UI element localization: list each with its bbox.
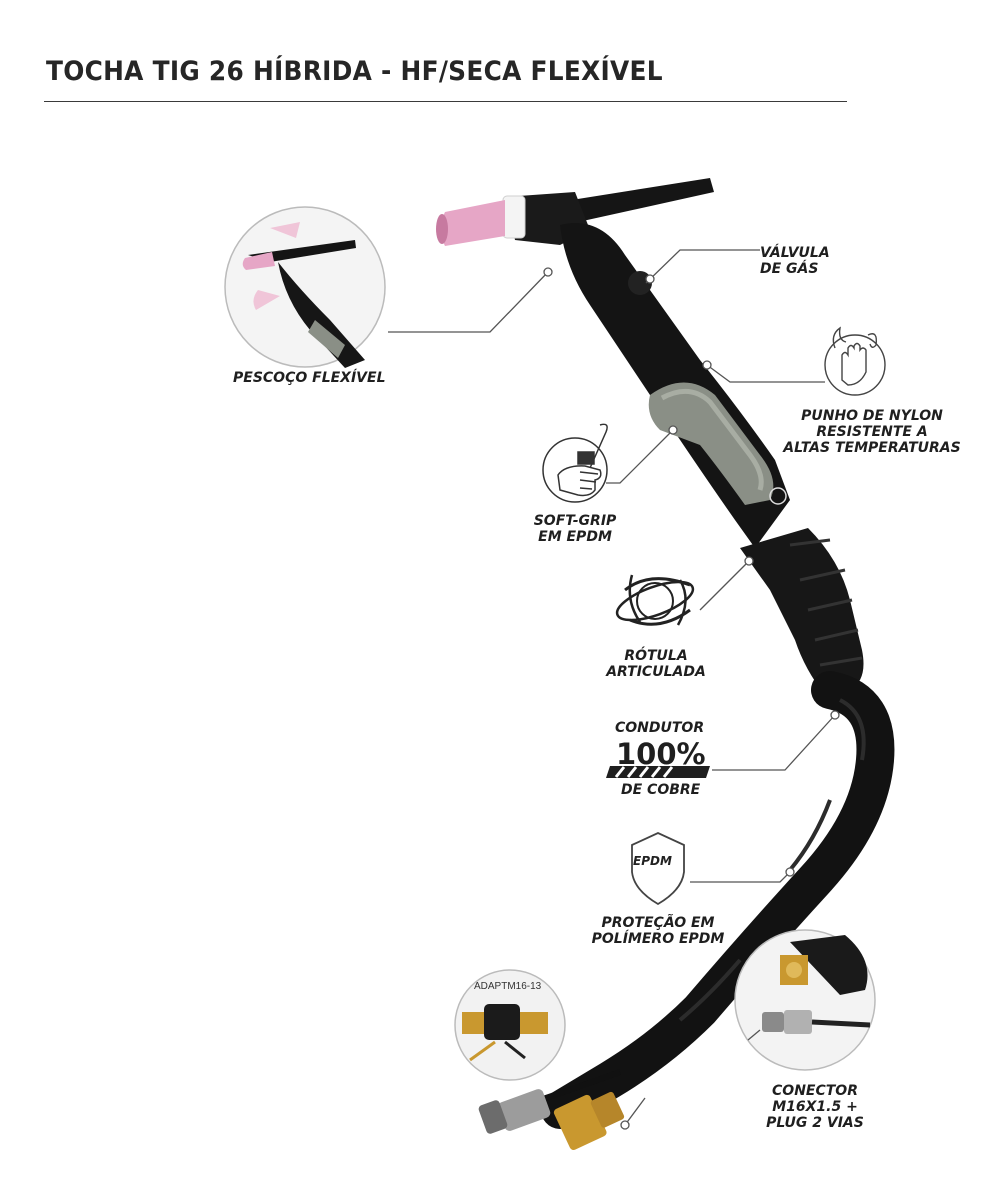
gas-valve-line2: DE GÁS	[760, 261, 819, 277]
ball-joint-line2: ARTICULADA	[606, 664, 706, 680]
gas-valve-line1: VÁLVULA	[760, 245, 830, 261]
label-soft-grip: SOFT-GRIP EM EPDM	[530, 513, 620, 545]
epdm-protection-line1: PROTEÇÃO EM	[601, 915, 715, 931]
cable	[539, 671, 895, 1129]
torch-head	[436, 178, 714, 246]
ball-joint-line1: RÓTULA	[624, 648, 688, 664]
flame-hand-icon	[824, 326, 886, 396]
soft-grip-line2: EM EPDM	[538, 529, 612, 545]
ball-joint-icon	[615, 574, 695, 626]
torch-handle	[560, 223, 790, 548]
epdm-badge-text: EPDM	[633, 854, 672, 868]
label-connector: CONECTOR M16X1.5 + PLUG 2 VIAS	[760, 1083, 870, 1131]
label-flex-neck: PESCOÇO FLEXÍVEL	[233, 370, 386, 386]
title-divider	[44, 101, 847, 102]
flex-neck-text: PESCOÇO FLEXÍVEL	[233, 370, 386, 386]
nylon-handle-line2: RESISTENTE A	[816, 424, 928, 440]
connector-line1: CONECTOR	[772, 1083, 858, 1099]
hand-grip-icon	[542, 423, 608, 503]
conductor-top-text: CONDUTOR	[615, 720, 705, 736]
leader-lines	[388, 249, 840, 1130]
page-title: TOCHA TIG 26 HÍBRIDA - HF/SECA FLEXÍVEL	[46, 56, 663, 87]
copper-bar-icon	[606, 766, 710, 778]
conductor-value: 100%	[616, 737, 706, 771]
connector-line2: M16X1.5 +	[772, 1099, 858, 1115]
conductor-bottom-text: DE COBRE	[621, 782, 701, 798]
shield-epdm-icon	[631, 832, 685, 906]
adapter-label: ADAPTM16-13	[474, 981, 542, 992]
nylon-handle-line3: ALTAS TEMPERATURAS	[783, 440, 961, 456]
label-epdm-protection: PROTEÇÃO EM POLÍMERO EPDM	[588, 915, 728, 947]
connector-line3: PLUG 2 VIAS	[766, 1115, 864, 1131]
epdm-protection-line2: POLÍMERO EPDM	[591, 931, 725, 947]
label-gas-valve: VÁLVULA DE GÁS	[760, 245, 830, 277]
label-nylon-handle: PUNHO DE NYLON RESISTENTE A ALTAS TEMPER…	[772, 408, 972, 456]
soft-grip-line1: SOFT-GRIP	[533, 513, 617, 529]
ball-joint-boot	[740, 528, 864, 695]
inset-connector	[734, 929, 876, 1071]
inset-flex-neck	[224, 206, 386, 368]
inset-adapter	[454, 969, 566, 1081]
connectors	[478, 1089, 625, 1150]
nylon-handle-line1: PUNHO DE NYLON	[801, 408, 943, 424]
label-ball-joint: RÓTULA ARTICULADA	[606, 648, 706, 680]
